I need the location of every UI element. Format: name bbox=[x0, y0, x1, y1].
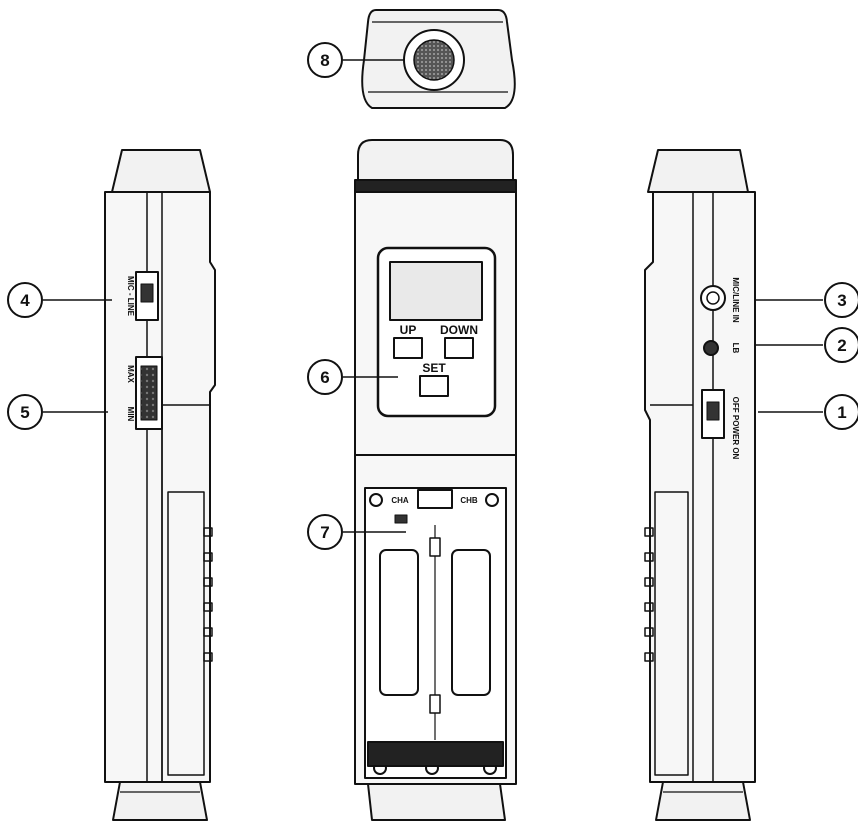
cha-label: CHA bbox=[391, 496, 409, 505]
max-label: MAX bbox=[126, 365, 135, 383]
lcd-screen bbox=[389, 261, 483, 321]
chb-label: CHB bbox=[460, 496, 478, 505]
callout-8: 8 bbox=[320, 51, 329, 70]
down-button-label: DOWN bbox=[440, 323, 478, 337]
mic-line-in-label: MIC/LINE IN bbox=[731, 277, 740, 323]
callout-2: 2 bbox=[837, 336, 846, 355]
up-button-label: UP bbox=[400, 323, 417, 337]
callout-circles bbox=[7, 42, 858, 550]
mic-line-switch-label: MIC - LINE bbox=[126, 276, 135, 317]
lb-label: LB bbox=[731, 343, 740, 354]
right-side-view bbox=[644, 149, 756, 821]
callout-4: 4 bbox=[20, 291, 30, 310]
callout-6: 6 bbox=[320, 368, 329, 387]
callout-1: 1 bbox=[837, 403, 846, 422]
callout-5: 5 bbox=[20, 403, 29, 422]
left-side-view bbox=[104, 149, 216, 821]
power-switch-label: OFF POWER ON bbox=[731, 397, 740, 460]
down-button[interactable] bbox=[444, 337, 474, 359]
lb-indicator-icon bbox=[703, 340, 719, 356]
up-button[interactable] bbox=[393, 337, 423, 359]
set-button-label: SET bbox=[422, 361, 446, 375]
battery-cha bbox=[379, 549, 419, 696]
front-view bbox=[354, 139, 517, 821]
leader-lines bbox=[43, 59, 823, 533]
top-view-sensor bbox=[361, 9, 516, 109]
screw-icon bbox=[369, 493, 383, 507]
screw-icon bbox=[485, 493, 499, 507]
callout-3: 3 bbox=[837, 291, 846, 310]
set-button[interactable] bbox=[419, 375, 449, 397]
battery-chb bbox=[451, 549, 491, 696]
callout-7: 7 bbox=[320, 523, 329, 542]
min-label: MIN bbox=[126, 407, 135, 422]
